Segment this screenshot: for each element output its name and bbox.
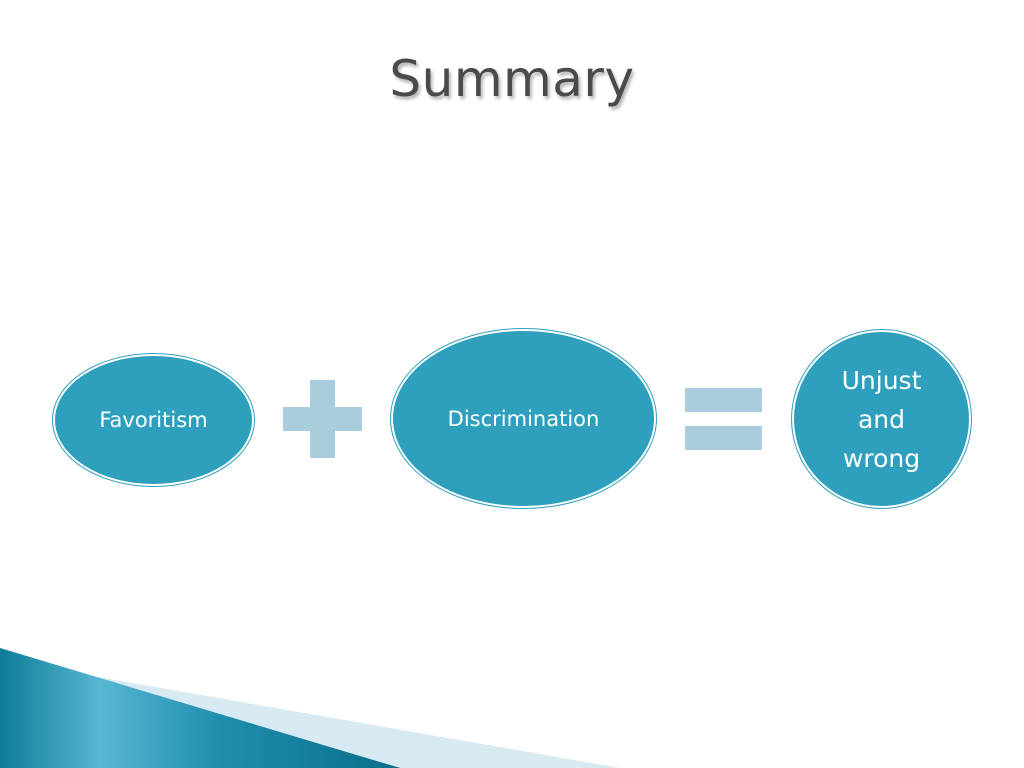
term-unjust-and-wrong: Unjust and wrong [794, 332, 969, 506]
plus-icon [283, 380, 362, 458]
slide-title: Summary [389, 50, 635, 108]
term-label: Discrimination [447, 406, 600, 431]
plus-horizontal-bar [283, 407, 362, 431]
term-label: Unjust and wrong [841, 365, 922, 473]
term-favoritism: Favoritism [55, 356, 252, 484]
equals-top-bar [685, 388, 762, 412]
term-discrimination: Discrimination [393, 331, 654, 506]
equals-icon [685, 388, 762, 450]
equals-bottom-bar [685, 426, 762, 450]
decor-teal-band [0, 648, 400, 768]
term-label: Favoritism [99, 408, 208, 432]
corner-decoration [0, 648, 620, 768]
